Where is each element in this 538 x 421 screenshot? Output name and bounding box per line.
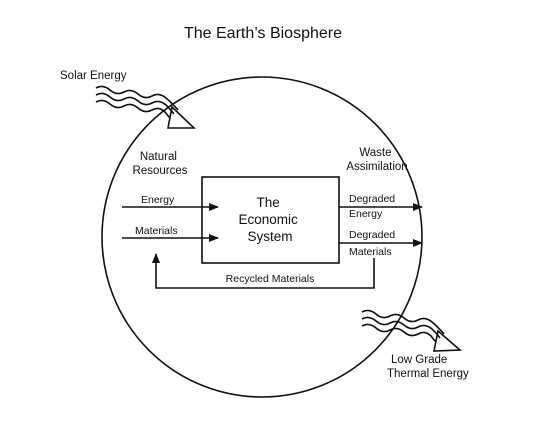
- waste-assimilation-line-1: Waste: [359, 147, 391, 159]
- economic-system-line-2: Economic: [238, 212, 298, 227]
- solar-energy-wavy-arrow: [95, 85, 196, 129]
- degraded-materials-line-1: Degraded: [349, 229, 395, 241]
- degraded-materials-label: Degraded Materials: [349, 229, 398, 258]
- degraded-materials-line-2: Materials: [349, 246, 392, 258]
- low-grade-thermal-line-1: Low Grade: [391, 354, 447, 366]
- degraded-energy-label: Degraded Energy: [349, 193, 398, 220]
- solar-arrowhead: [167, 105, 196, 129]
- degraded-energy-line-2: Energy: [349, 208, 383, 220]
- economic-system-line-1: The: [256, 195, 279, 210]
- economic-system-line-3: System: [247, 229, 292, 244]
- recycled-materials-label: Recycled Materials: [226, 273, 315, 285]
- biosphere-circle: [101, 76, 423, 398]
- thermal-arrowhead: [433, 329, 463, 352]
- degraded-energy-line-1: Degraded: [349, 193, 395, 205]
- recycled-materials-loop: [152, 253, 375, 289]
- economic-system-label: The Economic System: [238, 195, 301, 244]
- solar-energy-label: Solar Energy: [60, 70, 127, 82]
- waste-assimilation-label: Waste Assimilation: [346, 147, 407, 173]
- thermal-energy-wavy-arrow: [361, 309, 463, 352]
- natural-resources-line-1: Natural: [140, 151, 177, 163]
- energy-input-label: Energy: [141, 194, 175, 206]
- natural-resources-line-2: Resources: [133, 165, 188, 177]
- low-grade-thermal-label: Low Grade Thermal Energy: [387, 354, 469, 380]
- diagram-title: The Earth’s Biosphere: [184, 25, 342, 42]
- economic-system-box: [201, 176, 340, 264]
- materials-input-label: Materials: [135, 225, 178, 237]
- low-grade-thermal-line-2: Thermal Energy: [387, 368, 469, 380]
- waste-assimilation-line-2: Assimilation: [346, 161, 407, 173]
- natural-resources-label: Natural Resources: [133, 151, 188, 177]
